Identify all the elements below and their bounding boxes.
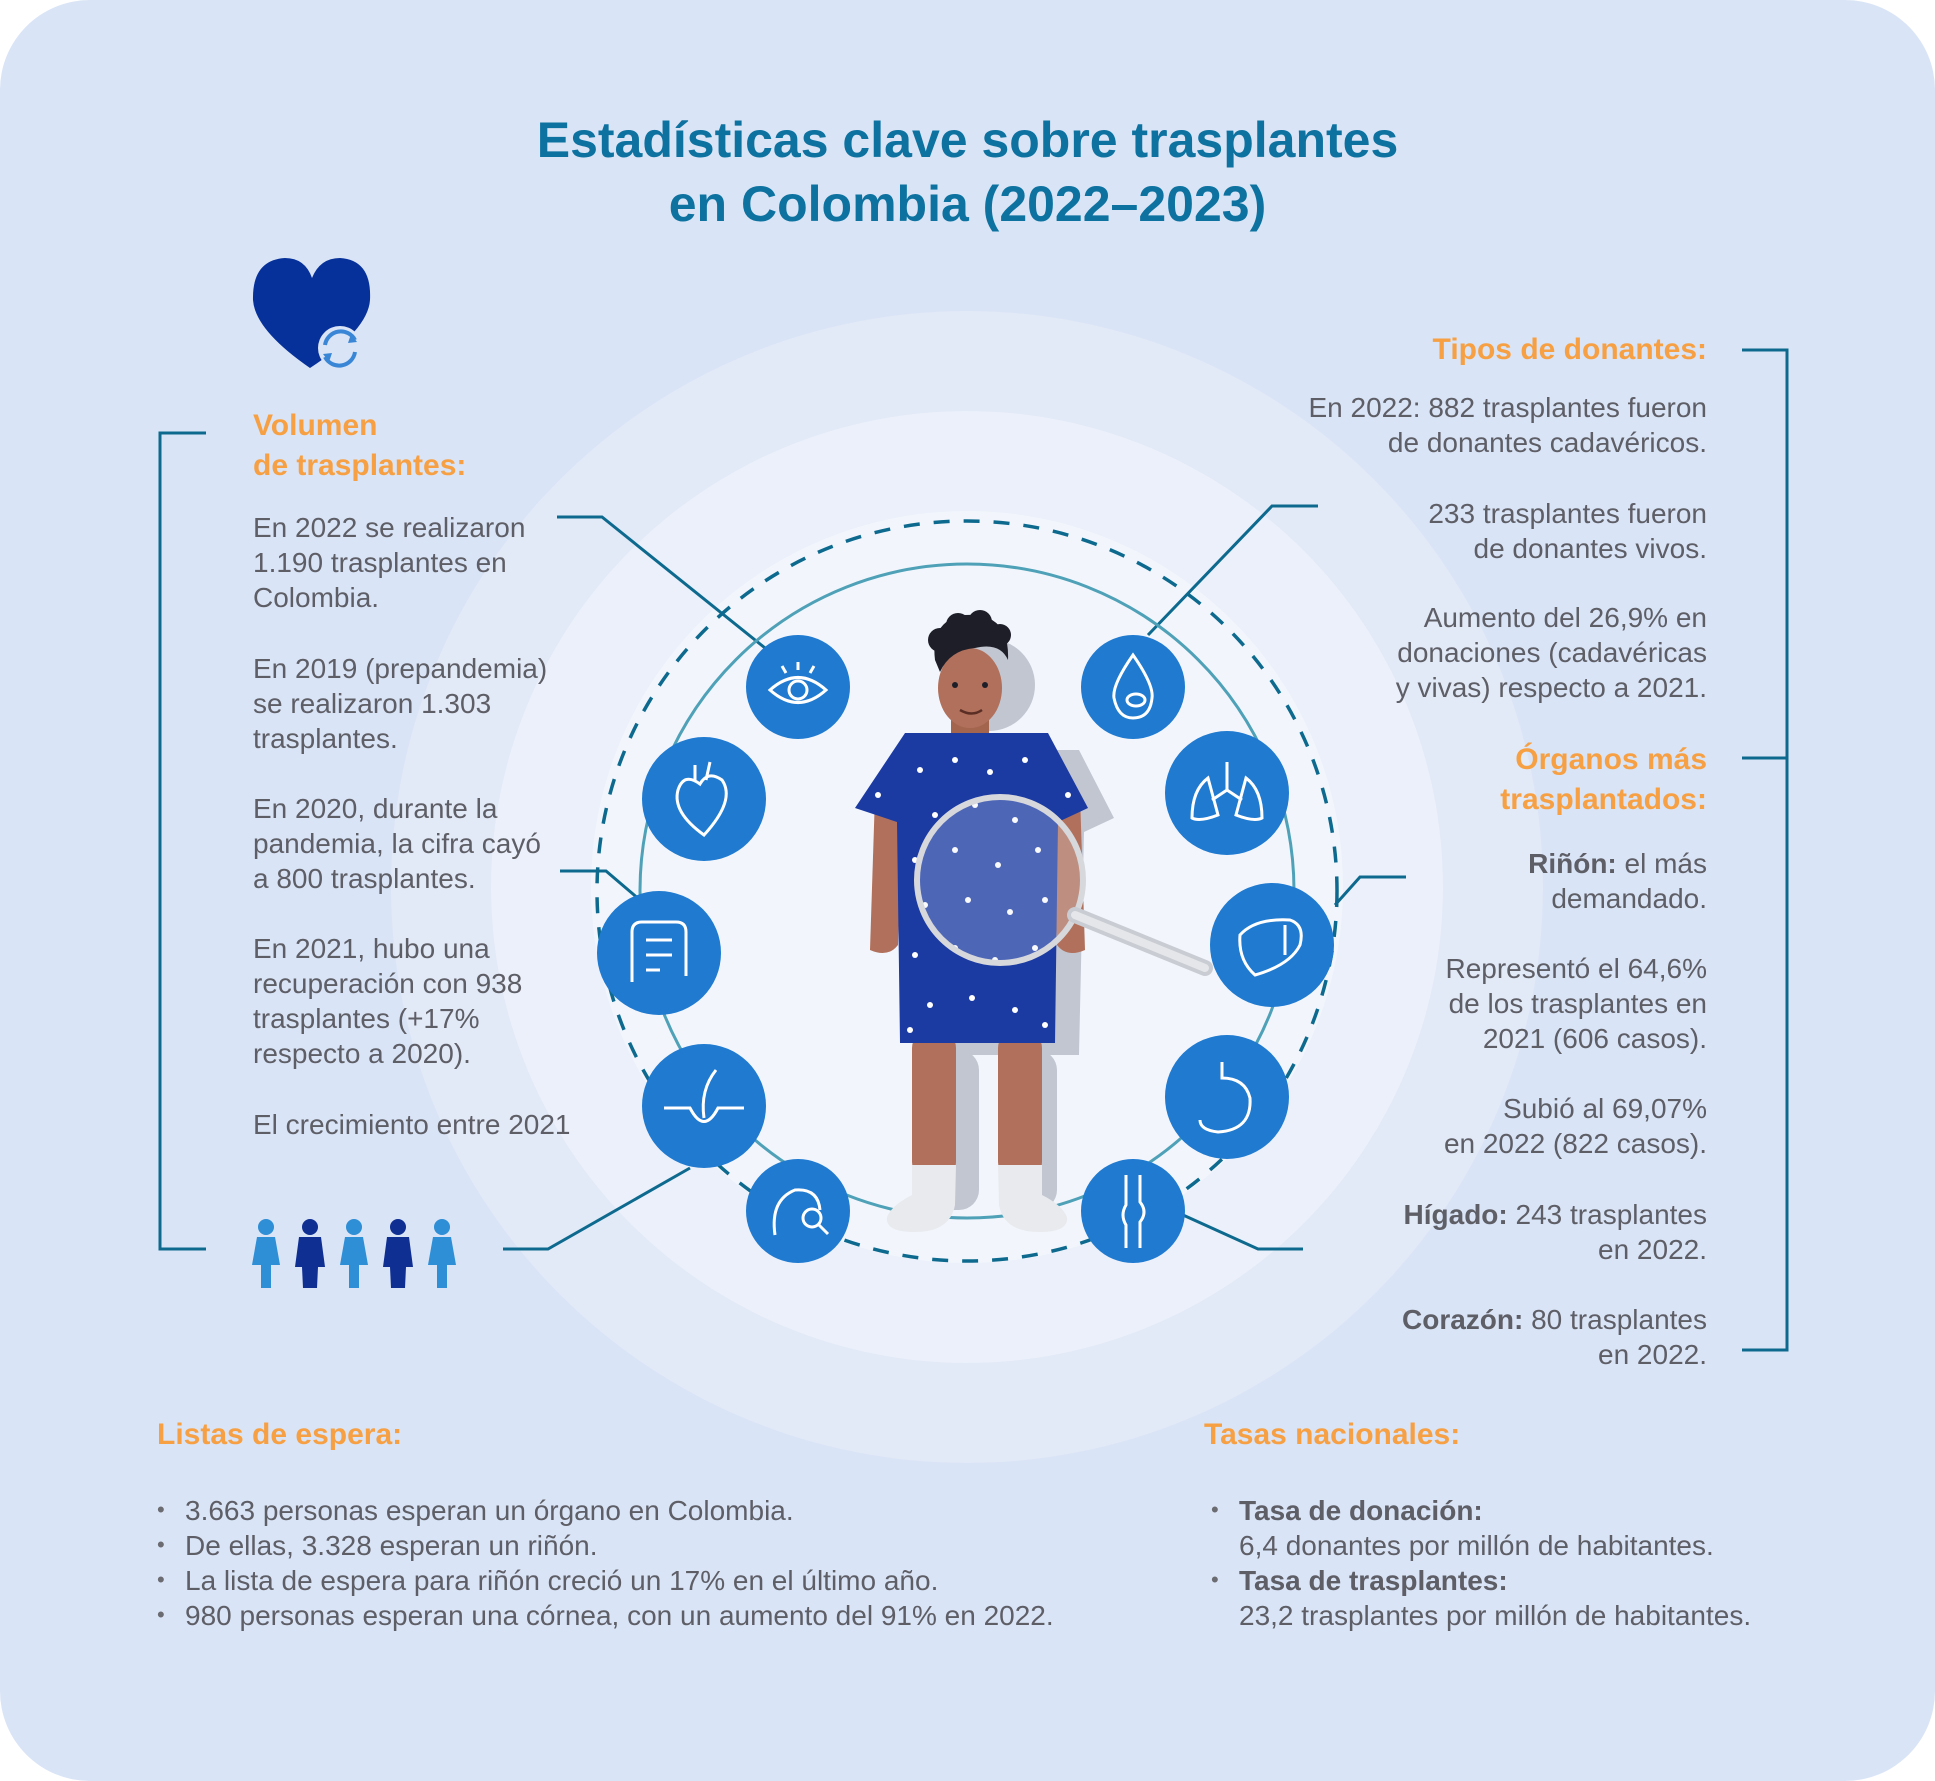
heart-refresh-icon — [252, 258, 371, 370]
donantes-p3-line: y vivas) respecto a 2021. — [1395, 672, 1707, 703]
organos-p3-line: en 2022 (822 casos). — [1443, 1128, 1707, 1159]
heart-organ-icon — [642, 737, 766, 861]
tasa-donacion-value: 6,4 donantes por millón de habitantes. — [1239, 1530, 1714, 1561]
organos-corazon: Corazón: 80 trasplantes en 2022. — [1402, 1302, 1707, 1372]
title-line-2: en Colombia (2022–2023) — [668, 176, 1267, 232]
list-item: Tasa de donación: 6,4 donantes por milló… — [1211, 1492, 1751, 1563]
list-item: De ellas, 3.328 esperan un riñón. — [157, 1527, 1054, 1563]
volumen-p2-line: trasplantes. — [253, 723, 398, 754]
volumen-p4-line: respecto a 2020). — [253, 1038, 471, 1069]
volumen-heading-line-2: de trasplantes: — [253, 449, 467, 482]
volumen-p3-line: En 2020, durante la — [253, 793, 498, 824]
donantes-p3-line: donaciones (cadavéricas — [1397, 637, 1707, 668]
volumen-p4-line: trasplantes (+17% — [253, 1003, 480, 1034]
volumen-p4: En 2021, hubo una recuperación con 938 t… — [253, 931, 522, 1071]
corazon-text: en 2022. — [1598, 1339, 1707, 1370]
knee-joint-icon — [1081, 1159, 1185, 1263]
organos-heading-line-2: trasplantados: — [1500, 783, 1707, 816]
volumen-p4-line: En 2021, hubo una — [253, 933, 490, 964]
donantes-p2-line: 233 trasplantes fueron — [1428, 498, 1707, 529]
donantes-p3: Aumento del 26,9% en donaciones (cadavér… — [1396, 600, 1707, 705]
organos-higado: Hígado: 243 trasplantes en 2022. — [1404, 1197, 1707, 1267]
volumen-p1-line: 1.190 trasplantes en — [253, 547, 507, 578]
organos-rinon: Riñón: el más demandado. — [1528, 846, 1707, 916]
tasas-heading: Tasas nacionales: — [1204, 1418, 1461, 1451]
espera-heading: Listas de espera: — [157, 1418, 403, 1451]
left-bracket — [158, 431, 206, 1251]
rinon-text: demandado. — [1551, 883, 1707, 914]
stomach-icon — [1165, 1035, 1289, 1159]
title-line-1: Estadísticas clave sobre trasplantes — [536, 112, 1399, 168]
donantes-p3-line: Aumento del 26,9% en — [1423, 602, 1707, 633]
volumen-p3: En 2020, durante la pandemia, la cifra c… — [253, 791, 541, 896]
lungs-icon — [1165, 731, 1289, 855]
blood-drop-icon — [1081, 635, 1185, 739]
organos-p2-line: de los trasplantes en — [1448, 988, 1707, 1019]
people-icon — [252, 1219, 456, 1288]
organos-heading-line-1: Órganos más — [1515, 743, 1707, 776]
organos-heading: Órganos más trasplantados: — [1500, 740, 1707, 820]
organos-p2: Representó el 64,6% de los trasplantes e… — [1445, 951, 1707, 1056]
skin-hair-icon — [642, 1044, 766, 1168]
donantes-p2-line: de donantes vivos. — [1473, 533, 1708, 564]
organos-p3: Subió al 69,07% en 2022 (822 casos). — [1444, 1091, 1707, 1161]
higado-label: Hígado: — [1403, 1199, 1508, 1230]
volumen-heading-line-1: Volumen — [253, 409, 378, 442]
intestine-icon — [597, 891, 721, 1015]
organos-p3-line: Subió al 69,07% — [1503, 1093, 1707, 1124]
dashed-ring — [595, 519, 1339, 1263]
list-item: 980 personas esperan una córnea, con un … — [157, 1597, 1054, 1633]
volumen-p4-line: recuperación con 938 — [253, 968, 523, 999]
liver-icon — [1210, 883, 1334, 1007]
tasa-trasplantes-value: 23,2 trasplantes por millón de habitante… — [1239, 1600, 1752, 1631]
volumen-p3-line: a 800 trasplantes. — [253, 863, 476, 894]
volumen-p1: En 2022 se realizaron 1.190 trasplantes … — [253, 510, 525, 615]
connector-lines — [503, 504, 1406, 1251]
right-bracket — [1742, 348, 1789, 1352]
donantes-heading: Tipos de donantes: — [1432, 333, 1707, 366]
organos-p2-line: 2021 (606 casos). — [1482, 1023, 1707, 1054]
tasa-donacion-label: Tasa de donación: — [1239, 1495, 1483, 1526]
rinon-text: el más — [1616, 848, 1707, 879]
volumen-p2: En 2019 (prepandemia) se realizaron 1.30… — [253, 651, 547, 756]
volumen-p1-line: En 2022 se realizaron — [253, 512, 526, 543]
donantes-p1-line: de donantes cadavéricos. — [1387, 427, 1707, 458]
organos-p2-line: Representó el 64,6% — [1445, 953, 1707, 984]
volumen-p5: El crecimiento entre 2021 — [253, 1109, 571, 1140]
tasas-list: Tasa de donación: 6,4 donantes por milló… — [1211, 1492, 1752, 1633]
tasa-trasplantes-label: Tasa de trasplantes: — [1239, 1565, 1508, 1596]
face-magnifier-icon — [746, 1159, 850, 1263]
donantes-p2: 233 trasplantes fueron de donantes vivos… — [1428, 496, 1707, 566]
gown-dots — [875, 757, 1071, 1033]
list-item: La lista de espera para riñón creció un … — [157, 1562, 1054, 1598]
corazon-label: Corazón: — [1402, 1304, 1524, 1335]
espera-list: 3.663 personas esperan un órgano en Colo… — [157, 1492, 1054, 1633]
patient-figure — [855, 610, 1213, 1232]
page-title: Estadísticas clave sobre trasplantes en … — [0, 108, 1935, 236]
donantes-p1: En 2022: 882 trasplantes fueron de donan… — [1308, 390, 1707, 460]
corazon-text: 80 trasplantes — [1523, 1304, 1707, 1335]
list-item: 3.663 personas esperan un órgano en Colo… — [157, 1492, 1054, 1528]
donantes-p1-line: En 2022: 882 trasplantes fueron — [1308, 392, 1707, 423]
volumen-heading: Volumen de trasplantes: — [253, 406, 466, 486]
higado-text: en 2022. — [1598, 1234, 1707, 1265]
volumen-p3-line: pandemia, la cifra cayó — [253, 828, 541, 859]
volumen-p2-line: se realizaron 1.303 — [253, 688, 492, 719]
list-item: Tasa de trasplantes: 23,2 trasplantes po… — [1211, 1562, 1752, 1633]
volumen-p2-line: En 2019 (prepandemia) — [253, 653, 548, 684]
volumen-p1-line: Colombia. — [253, 582, 380, 613]
eye-icon — [746, 635, 850, 739]
rinon-label: Riñón: — [1528, 848, 1617, 879]
higado-text: 243 trasplantes — [1507, 1199, 1707, 1230]
